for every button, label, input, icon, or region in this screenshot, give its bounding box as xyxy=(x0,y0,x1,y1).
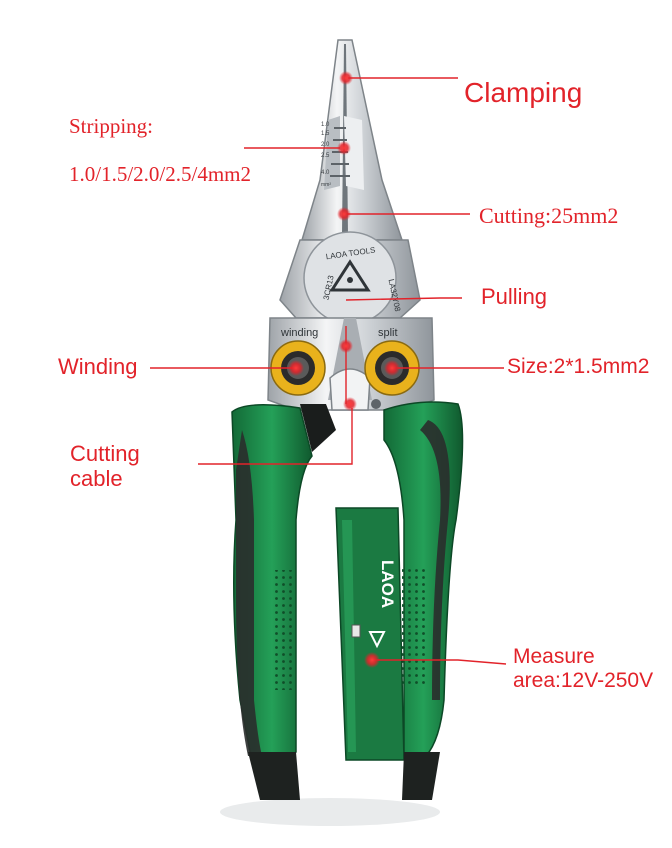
stripping-dot xyxy=(337,141,351,155)
plate-markings: winding split xyxy=(280,327,398,339)
gauge-unit: mm² xyxy=(321,182,331,188)
voltage-tester: LAOA xyxy=(335,507,405,761)
stripping-sizes-label: 1.0/1.5/2.0/2.5/4mm2 xyxy=(69,162,252,186)
stripping-title-label: Stripping: xyxy=(69,114,154,138)
cutting-cable-line-2: cable xyxy=(70,465,123,491)
size-label: Size:2*1.5mm2 xyxy=(507,355,650,378)
cutting-cable-dot xyxy=(343,397,357,411)
clamping-dot xyxy=(339,71,353,85)
handle-brand-text: LAOA xyxy=(378,560,397,608)
cutting-label: Cutting:25mm2 xyxy=(479,203,619,228)
gauge-size-2: 1.5 xyxy=(321,131,330,137)
cutting-cable-callout-line xyxy=(198,408,353,465)
pulling-callout-line xyxy=(345,297,462,301)
left-handle xyxy=(231,404,336,766)
gauge-size-5: 4.0 xyxy=(321,170,330,176)
callout-dots xyxy=(288,71,400,668)
tool-shadow xyxy=(220,752,440,826)
measure-label: Measure area:12V-250V xyxy=(513,645,653,692)
measure-callout-line xyxy=(372,659,507,665)
split-marking: split xyxy=(378,327,398,339)
measure-dot xyxy=(364,652,380,668)
pulling-label: Pulling xyxy=(481,284,548,309)
jaw xyxy=(300,39,404,241)
cutting-cable-label: Cutting cable xyxy=(70,441,140,491)
callout-lines xyxy=(150,77,507,665)
measure-line-1: Measure xyxy=(513,645,595,668)
winding-label: Winding xyxy=(58,354,138,379)
pulling-dot xyxy=(339,339,353,353)
right-handle xyxy=(383,401,464,757)
winding-dot xyxy=(288,360,304,376)
cutting-dot xyxy=(337,207,351,221)
cutting-cable-line-1: Cutting xyxy=(70,441,140,466)
gauge-text: 1.0 1.5 2.0 2.5 4.0 mm² xyxy=(321,122,331,188)
measure-line-2: area:12V-250V xyxy=(513,668,654,692)
gauge-size-3: 2.0 xyxy=(321,142,330,148)
clamping-label: Clamping xyxy=(464,77,583,108)
size-dot xyxy=(384,360,400,376)
winding-marking: winding xyxy=(280,327,318,339)
gauge-size-4: 2.5 xyxy=(321,153,330,159)
gauge-size-1: 1.0 xyxy=(321,122,330,128)
